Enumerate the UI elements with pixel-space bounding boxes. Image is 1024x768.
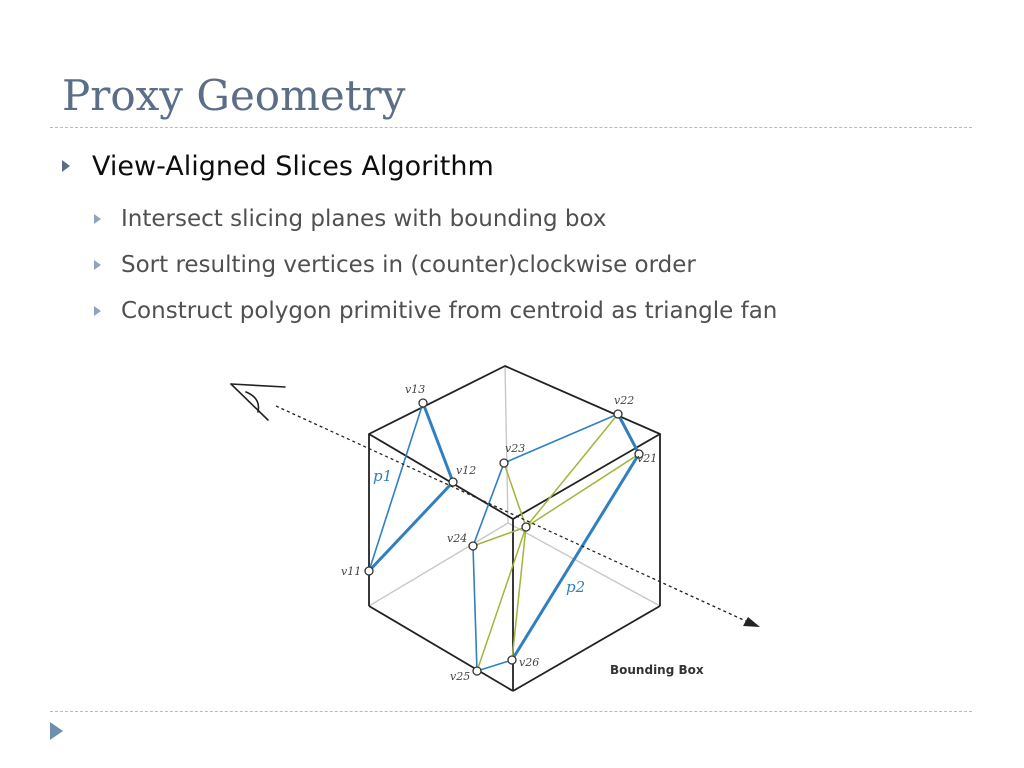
bounding-box-edges xyxy=(368,365,661,692)
vertex-marker xyxy=(448,477,458,487)
vertex-marker xyxy=(472,666,482,676)
sub-bullet-text: Sort resulting vertices in (counter)cloc… xyxy=(121,252,696,278)
box-edge xyxy=(368,605,514,692)
slice-edge xyxy=(421,402,455,483)
vertex-label-v26: v26 xyxy=(519,656,539,669)
slide-title: Proxy Geometry xyxy=(62,71,406,120)
hidden-box-edges xyxy=(368,365,661,607)
sub-bullet-arrow-icon xyxy=(94,214,101,224)
vertex-label-v11: v11 xyxy=(341,565,361,578)
box-edge xyxy=(512,605,661,692)
sub-bullet: Intersect slicing planes with bounding b… xyxy=(94,196,777,242)
centroid-marker xyxy=(521,522,531,532)
slice-edge xyxy=(367,480,455,573)
view-ray-arrowhead xyxy=(743,617,760,627)
sub-bullet-list: Intersect slicing planes with bounding b… xyxy=(94,196,777,334)
triangle-fan xyxy=(472,413,640,672)
vertex-markers xyxy=(364,398,644,676)
vertex-marker xyxy=(468,541,478,551)
vertex-label-v25: v25 xyxy=(450,670,470,683)
vertex-marker xyxy=(418,398,428,408)
view-ray-line xyxy=(275,405,749,623)
fan-line xyxy=(511,526,527,661)
slice-edge xyxy=(503,413,619,464)
fan-line xyxy=(503,462,527,528)
vertex-marker xyxy=(507,655,517,665)
fan-line xyxy=(525,453,640,528)
hidden-edge xyxy=(368,522,509,607)
vertex-label-v13: v13 xyxy=(405,383,425,396)
vertex-marker xyxy=(613,409,623,419)
sub-bullet-text: Construct polygon primitive from centroi… xyxy=(121,298,778,324)
slice-edge xyxy=(472,462,505,547)
title-divider xyxy=(50,127,972,128)
polygon-label-p2: p2 xyxy=(566,578,585,596)
sub-bullet-text: Intersect slicing planes with bounding b… xyxy=(121,206,607,232)
play-icon[interactable] xyxy=(50,722,63,740)
vertex-marker xyxy=(499,458,509,468)
slice-edge xyxy=(476,659,513,672)
vertex-label-v24: v24 xyxy=(447,532,467,545)
hidden-edge xyxy=(504,365,509,524)
main-bullet: View-Aligned Slices Algorithm xyxy=(62,146,494,186)
vertex-marker xyxy=(364,566,374,576)
footer-divider xyxy=(50,711,972,712)
slice-edge xyxy=(368,402,424,572)
polygon-label-p1: p1 xyxy=(373,467,392,485)
slice-polygons xyxy=(367,402,641,672)
hidden-edge xyxy=(507,522,661,607)
slice-edge xyxy=(472,545,478,672)
vertex-label-v21: v21 xyxy=(637,452,657,465)
vertex-label-v22: v22 xyxy=(614,394,634,407)
vertex-label-v23: v23 xyxy=(505,442,525,455)
vertex-marker xyxy=(634,449,644,459)
fan-line xyxy=(472,526,527,547)
main-bullet-text: View-Aligned Slices Algorithm xyxy=(92,150,494,182)
view-ray xyxy=(275,405,760,627)
fan-line xyxy=(476,526,527,672)
sub-bullet-arrow-icon xyxy=(94,306,101,316)
slice-edge xyxy=(510,453,641,661)
eye-icon xyxy=(230,383,286,421)
sub-bullet: Construct polygon primitive from centroi… xyxy=(94,288,777,334)
slice-edge xyxy=(616,413,641,455)
sub-bullet-arrow-icon xyxy=(94,260,101,270)
bounding-box-label: Bounding Box xyxy=(610,663,704,677)
vertex-label-v12: v12 xyxy=(456,464,476,477)
fan-line xyxy=(525,413,619,528)
bullet-arrow-icon xyxy=(62,160,70,172)
sub-bullet: Sort resulting vertices in (counter)cloc… xyxy=(94,242,777,288)
